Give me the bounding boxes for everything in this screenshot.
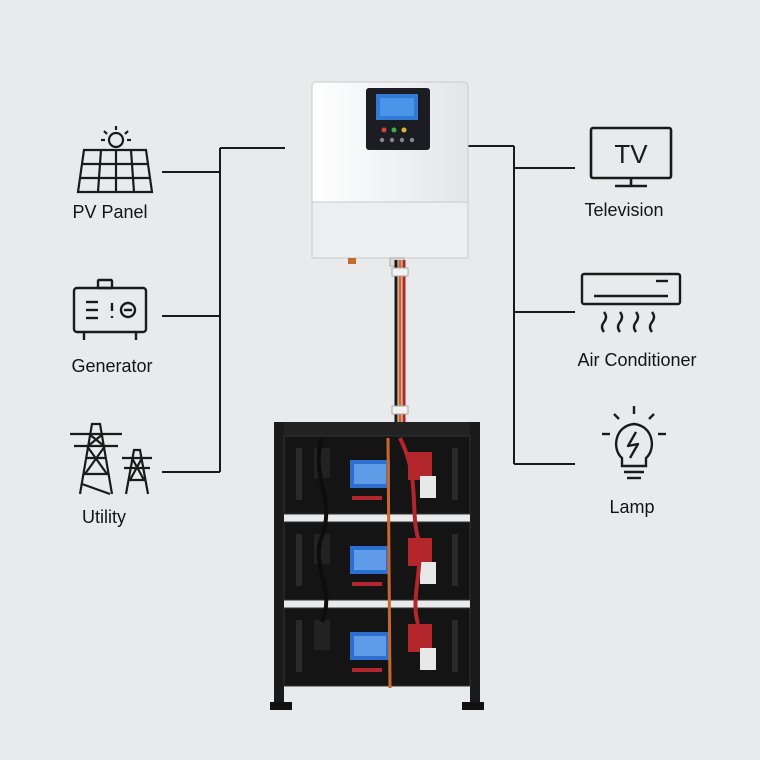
battery-module-1 (283, 435, 471, 515)
power-tower-icon (70, 422, 152, 496)
generator-icon (72, 278, 148, 340)
light-bulb-icon (602, 406, 666, 480)
tv-icon: TV (589, 126, 673, 188)
battery-module-3 (283, 607, 471, 687)
air-conditioner-icon (580, 272, 682, 333)
source-label-utility: Utility (82, 507, 126, 527)
solar-panel-icon (76, 126, 154, 194)
load-label-television: Television (584, 200, 664, 220)
source-label-generator: Generator (71, 356, 153, 376)
tv-icon-text: TV (614, 139, 648, 169)
dc-cables (391, 260, 409, 436)
battery-module-2 (283, 521, 471, 601)
hybrid-inverter (311, 81, 469, 267)
load-label-air-conditioner: Air Conditioner (577, 350, 697, 370)
load-label-lamp: Lamp (609, 497, 655, 517)
source-label-pv-panel: PV Panel (72, 202, 148, 222)
battery-rack (270, 422, 484, 710)
